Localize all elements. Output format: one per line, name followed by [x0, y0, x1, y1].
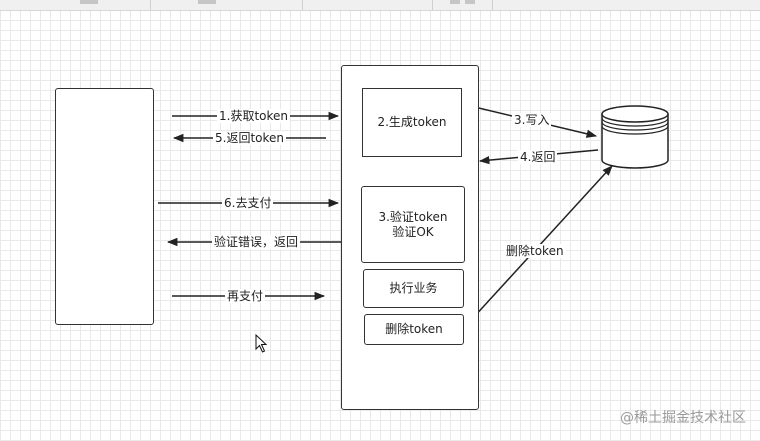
toolbar-button[interactable] — [465, 0, 475, 4]
generate-token-box[interactable]: 2.生成token — [362, 88, 462, 157]
toolbar-separator — [302, 0, 303, 10]
label-get-token: 1.获取token — [217, 109, 291, 123]
execute-business-box[interactable]: 执行业务 — [363, 269, 464, 308]
client-box[interactable] — [55, 88, 154, 325]
label-write: 3.写入 — [512, 113, 552, 127]
mouse-cursor-icon — [255, 334, 268, 353]
verify-ok-text: 验证OK — [392, 224, 434, 239]
toolbar — [0, 0, 760, 11]
database-icon — [601, 105, 669, 169]
toolbar-separator — [492, 0, 493, 10]
toolbar-separator — [432, 0, 433, 10]
toolbar-button[interactable] — [450, 0, 460, 4]
delete-token-text: 删除token — [385, 322, 443, 336]
verify-token-box[interactable]: 3.验证token 验证OK — [361, 186, 465, 263]
delete-token-box[interactable]: 删除token — [364, 314, 464, 345]
execute-business-text: 执行业务 — [389, 281, 438, 295]
generate-token-text: 2.生成token — [377, 115, 447, 129]
toolbar-separator — [150, 0, 151, 10]
label-return: 4.返回 — [518, 150, 558, 164]
label-pay-again: 再支付 — [225, 289, 266, 303]
label-go-pay: 6.去支付 — [222, 196, 274, 210]
toolbar-button[interactable] — [198, 0, 216, 4]
label-verify-fail: 验证错误，返回 — [212, 235, 301, 249]
label-delete-token: 删除token — [504, 244, 566, 258]
toolbar-button[interactable] — [80, 0, 98, 4]
verify-token-text: 3.验证token — [378, 209, 448, 224]
label-return-token: 5.返回token — [213, 131, 287, 145]
watermark: @稀土掘金技术社区 — [620, 410, 746, 426]
